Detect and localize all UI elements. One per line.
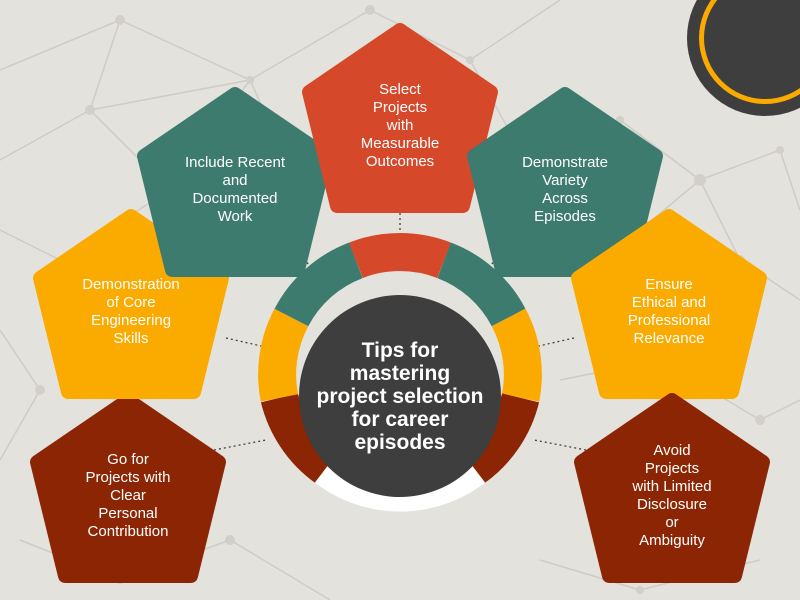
connector-line — [533, 439, 587, 451]
tip-clear-personal-contribution: Go for Projects with Clear Personal Cont… — [30, 393, 226, 583]
tip-label: Ensure Ethical and Professional Relevanc… — [627, 276, 711, 347]
tip-recent-documented-work: Include Recent and Documented Work — [137, 87, 333, 277]
tip-label: Demonstrate Variety Across Episodes — [522, 154, 608, 225]
pentagon-shape — [571, 209, 767, 399]
pentagon-shape — [137, 87, 333, 277]
pentagon-shape — [30, 393, 226, 583]
tip-avoid-limited-disclosure: Avoid Projects with Limited Disclosure o… — [574, 393, 770, 583]
corner-circle-icon — [687, 0, 800, 116]
tip-variety-across-episodes: Demonstrate Variety Across Episodes — [467, 87, 663, 277]
ring-segment — [260, 392, 338, 484]
tip-label: Go for Projects with Clear Personal Cont… — [85, 451, 171, 540]
tip-label: Select Projects with Measurable Outcomes — [360, 81, 440, 170]
pentagon-shape — [302, 23, 498, 213]
ring-segment — [348, 232, 452, 279]
ring-segment — [274, 242, 364, 327]
tip-label: Avoid Projects with Limited Disclosure o… — [632, 442, 712, 549]
tip-ethical-professional-relevance: Ensure Ethical and Professional Relevanc… — [571, 209, 767, 399]
pentagon-shape — [467, 87, 663, 277]
tip-measurable-outcomes: Select Projects with Measurable Outcomes — [302, 23, 498, 213]
center-title: Tips for mastering project selection for… — [316, 338, 484, 454]
center-circle — [299, 295, 501, 497]
connector-line — [213, 439, 267, 451]
ring-segment — [462, 392, 540, 484]
ring-segment — [436, 242, 526, 327]
ring-segment — [258, 308, 309, 402]
ring-segment — [491, 308, 542, 402]
pentagon-shape — [574, 393, 770, 583]
tip-label: Demonstration of Core Engineering Skills — [82, 276, 180, 347]
tip-label: Include Recent and Documented Work — [184, 154, 286, 225]
